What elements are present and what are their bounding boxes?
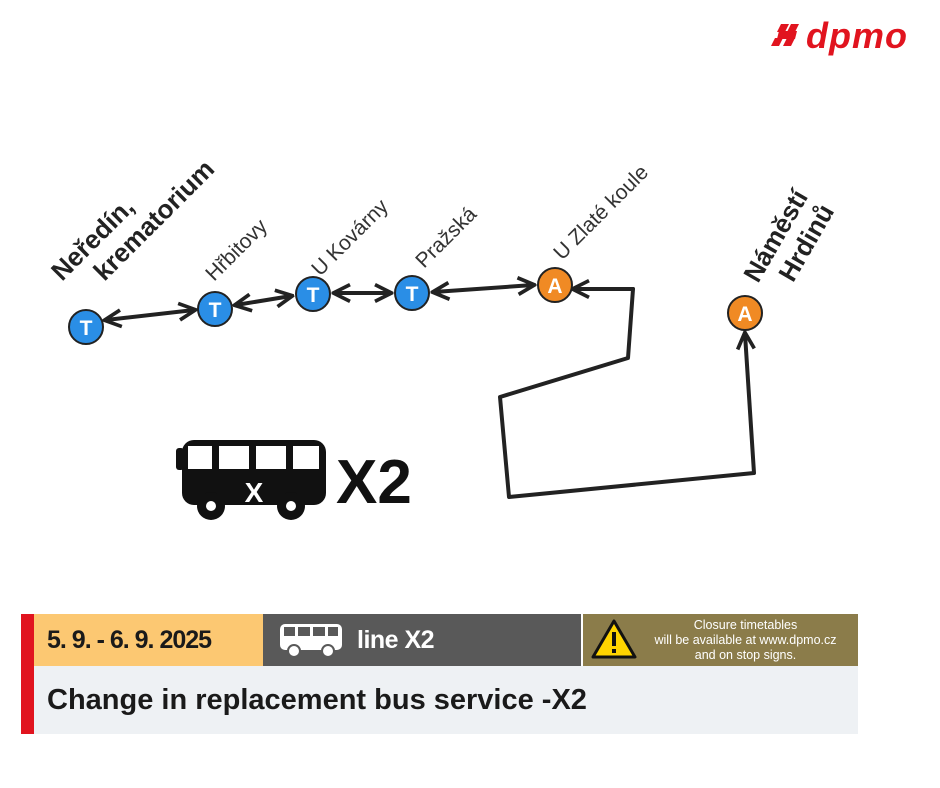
connector-hrbitovy-ukovarny — [236, 296, 291, 305]
stop-marker-hrbitovy: T — [197, 291, 233, 327]
stop-labels: Neředín, krematorium Hřbitovy U Kovárny … — [45, 132, 843, 307]
svg-text:T: T — [307, 284, 320, 307]
bus-icon — [280, 624, 342, 658]
line-label: line X2 — [357, 626, 435, 654]
connector-detour-path — [498, 287, 756, 499]
stop-marker-neredin: T — [68, 309, 104, 345]
svg-text:A: A — [547, 275, 562, 298]
stop-markers: T T T T A A — [68, 267, 763, 345]
stop-marker-uzlatekoule: A — [537, 267, 573, 303]
stop-label-namestihrdinu: Náměstí Hrdinů — [737, 178, 843, 302]
notice-text: Closure timetables will be available at … — [654, 618, 837, 662]
stop-marker-ukovarny: T — [295, 276, 331, 312]
bus-icon: X — [176, 440, 326, 520]
stop-label-hrbitovy: Hřbitovy — [201, 214, 272, 285]
svg-text:A: A — [737, 303, 752, 326]
line-badge: line X2 — [263, 614, 581, 666]
stop-label-prazska: Pražská — [411, 202, 481, 272]
closure-notice: Closure timetables will be available at … — [583, 614, 858, 666]
dpmo-logo-icon: dpmo — [771, 15, 908, 56]
stop-label-uzlatekoule: U Zlaté koule — [549, 161, 653, 265]
accent-bar — [21, 614, 34, 734]
date-range: 5. 9. - 6. 9. 2025 — [34, 614, 263, 666]
route-connectors — [106, 285, 756, 499]
svg-text:T: T — [80, 317, 93, 340]
svg-text:T: T — [406, 283, 419, 306]
logo-text: dpmo — [806, 15, 908, 56]
warning-icon — [591, 619, 637, 659]
stop-marker-namestihrdinu: A — [727, 295, 763, 331]
line-name: X2 — [336, 448, 412, 517]
bus-icon-letter: X — [245, 477, 264, 508]
svg-text:T: T — [209, 299, 222, 322]
info-banner: 5. 9. - 6. 9. 2025 line X2 Closure timet… — [21, 614, 858, 734]
connector-neredin-hrbitovy — [106, 310, 194, 320]
stop-marker-prazska: T — [394, 275, 430, 311]
stop-label-neredin: Neředín, krematorium — [45, 132, 220, 307]
connector-prazska-uzlatekoule — [434, 285, 533, 292]
page-title: Change in replacement bus service -X2 — [47, 684, 587, 716]
stop-label-ukovarny: U Kovárny — [307, 195, 393, 281]
title-bar: Change in replacement bus service -X2 — [34, 666, 858, 734]
